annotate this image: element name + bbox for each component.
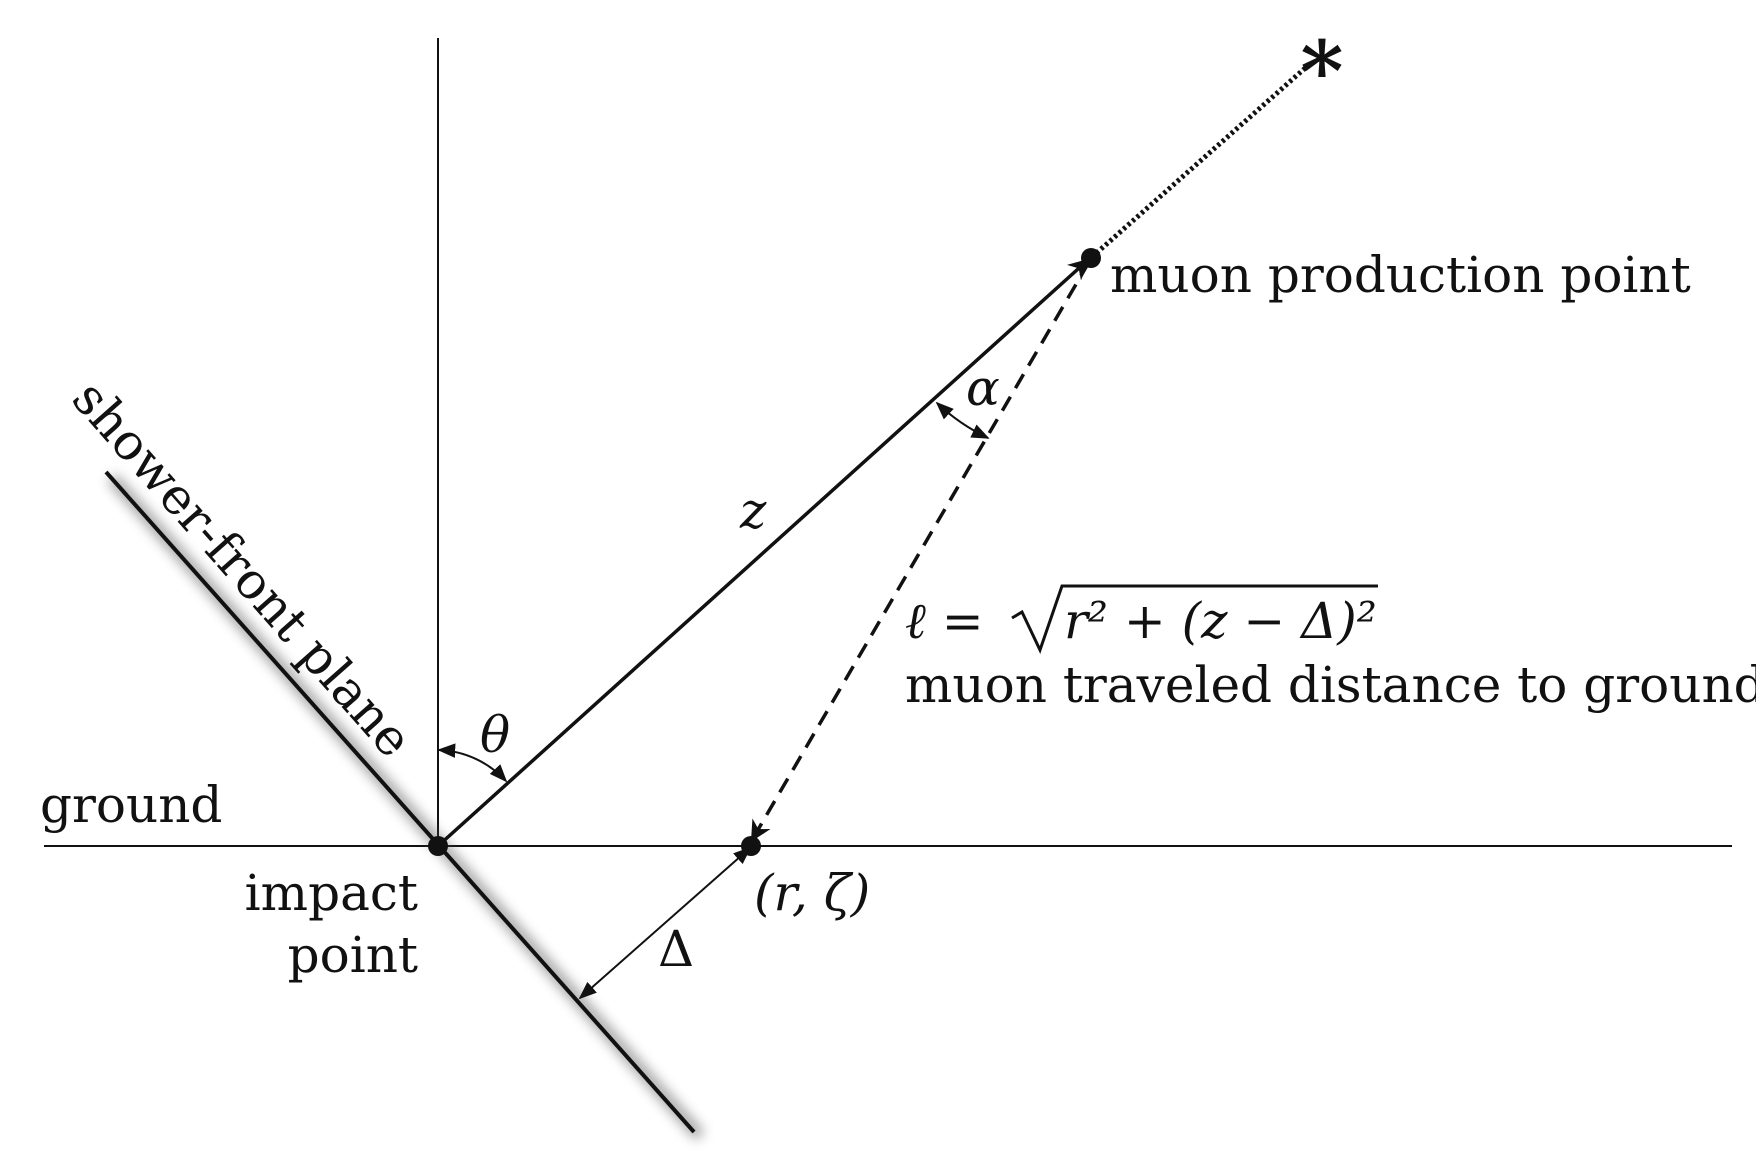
impact-point-dot: [428, 836, 448, 856]
muon-traveled-distance-label: muon traveled distance to ground: [905, 656, 1756, 714]
ground-point-coords-label: (r, ζ): [754, 864, 870, 922]
shower-axis-dotted: [1090, 60, 1314, 259]
ell-formula: ℓ = r² + (z − Δ)²: [905, 584, 1378, 654]
muon-path-dashed: [750, 261, 1091, 842]
theta-label: θ: [480, 706, 510, 764]
delta-arrow: [578, 846, 752, 1000]
z-label: z: [739, 482, 767, 540]
alpha-label: α: [966, 359, 1000, 417]
delta-label: Δ: [658, 920, 694, 978]
shower-axis-z: [436, 258, 1090, 848]
impact-label-line1: impact: [245, 864, 418, 922]
ground-label: ground: [40, 776, 222, 834]
sqrt-sign: [1011, 584, 1378, 654]
ell-formula-lhs: ℓ =: [905, 592, 984, 650]
shower-front-plane-label: shower-front plane: [61, 370, 423, 769]
muon-production-point-label: muon production point: [1110, 246, 1691, 304]
alpha-arc: [935, 401, 990, 439]
muon-production-point-dot: [1081, 248, 1101, 268]
shower-front-plane-line: [104, 470, 696, 1134]
ell-formula-radicand: r² + (z − Δ)²: [1064, 592, 1377, 650]
star-marker: *: [1301, 24, 1344, 120]
ground-hit-point-dot: [741, 836, 761, 856]
impact-label-line2: point: [288, 926, 418, 984]
theta-arc: [437, 743, 508, 783]
